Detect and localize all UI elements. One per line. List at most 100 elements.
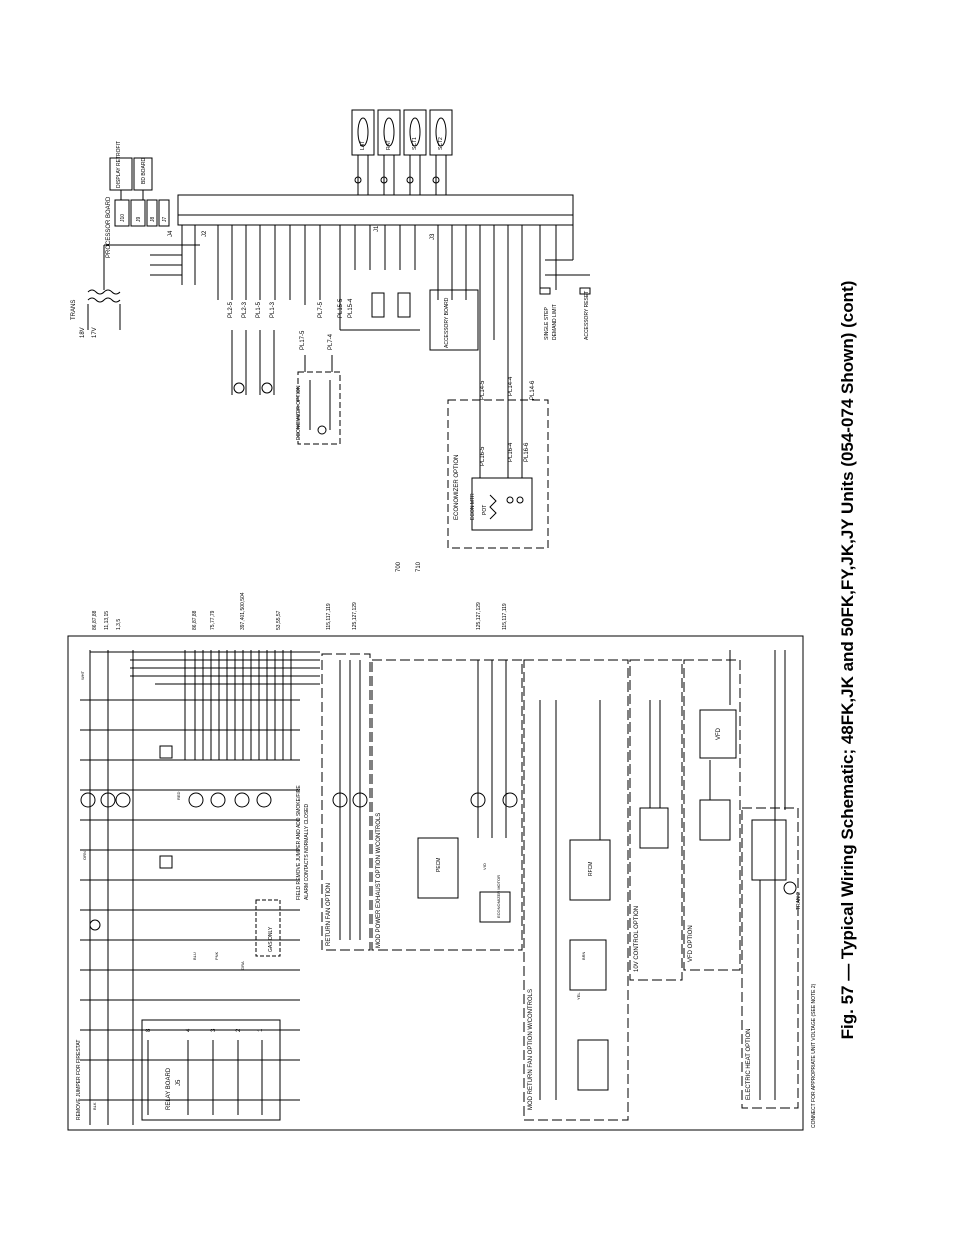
mod-power-exhaust-label: MOD POWER EXHAUST OPTION W/CONTROLS xyxy=(376,813,382,948)
wire-yel: YEL xyxy=(576,992,581,1000)
econ-mtr-box xyxy=(471,477,533,531)
ref-9: 125,127,129 xyxy=(352,602,358,630)
wire-wht: WHT xyxy=(80,670,85,680)
electric-heat-box xyxy=(741,807,799,1109)
wire-red: RED xyxy=(176,791,181,800)
j4-label: J4 xyxy=(168,230,174,237)
ref-6: 397,401,500,504 xyxy=(240,592,246,630)
vfd-box xyxy=(699,709,737,759)
sensor-sct2-label: SCT2 xyxy=(438,137,444,150)
display-retrofit-label: DISPLAY RETROFIT xyxy=(116,141,122,188)
bottom-box-wires xyxy=(339,660,761,1100)
mod-return-fan-box xyxy=(523,659,629,1121)
ref-10: 125,127,129 xyxy=(476,602,482,630)
electric-heat-label: ELECTRIC HEAT OPTION xyxy=(746,1029,752,1100)
demand-limit-label: DEMAND LIMIT xyxy=(552,304,558,340)
pl15-5-label: PL15-5 xyxy=(338,298,344,318)
j2-wires xyxy=(181,225,416,330)
j1-label: J1 xyxy=(374,225,380,232)
ref-1: 86,87,88 xyxy=(92,610,98,630)
bd-board-label: BD BOARD xyxy=(141,157,147,184)
economizer-option-box xyxy=(447,399,549,549)
bottom-main-wires xyxy=(80,699,300,1101)
processor-board-label: PROCESSOR BOARD xyxy=(106,196,112,258)
accessory-reset-label: ACCESSORY RESET xyxy=(584,291,590,340)
vfd-label: VFD xyxy=(716,727,722,740)
wire-pnk: PNK xyxy=(214,951,219,960)
wire-blk: BLK xyxy=(92,1102,97,1110)
pl1-5-label: PL1-5 xyxy=(256,301,262,318)
relay-term-2: 2 xyxy=(236,1028,242,1032)
v18-label: 18V xyxy=(80,327,86,338)
ref-3: 1,3,5 xyxy=(116,619,122,630)
relay-term-1: 1 xyxy=(258,1028,264,1032)
wire-vio: VIO xyxy=(482,863,487,870)
relay-term-8: 8 xyxy=(146,1028,152,1032)
pl14-5-label: PL14-5 xyxy=(480,380,486,400)
j5-label: J5 xyxy=(176,1079,182,1086)
pl17-5-label: PL17-5 xyxy=(300,330,306,350)
j9-label: J9 xyxy=(136,217,142,223)
num-700: 700 xyxy=(396,561,402,572)
accessory-board-box xyxy=(429,289,479,351)
sensor-group xyxy=(351,109,453,195)
pl14-4-label: PL14-4 xyxy=(508,376,514,396)
relay-term-4: 4 xyxy=(186,1028,192,1032)
rfcm-box xyxy=(569,839,611,901)
economizer-option-box-small xyxy=(297,371,341,445)
relay-term-3: 3 xyxy=(211,1028,217,1032)
pl16-6-label: PL16-6 xyxy=(524,442,530,462)
j7-label: J7 xyxy=(162,217,168,223)
pl16-5-label: PL16-5 xyxy=(480,446,486,466)
pecm-label: PECM xyxy=(436,858,442,872)
field-remove-label: FIELD REMOVE JUMPER AND ADD SMOKE/FIRE xyxy=(296,785,302,900)
transformer-top xyxy=(87,289,121,330)
economizer-option-label-small: ECONOMIZER OPTION xyxy=(296,385,302,440)
gas-only-box xyxy=(255,899,281,957)
econ-mtr-label: ECON MTR xyxy=(470,493,476,520)
processor-board-top-rail xyxy=(177,194,574,216)
vfd-option-box xyxy=(683,659,741,971)
num-710: 710 xyxy=(416,561,422,572)
rfcm-label: RFCM xyxy=(588,862,594,876)
pl7-4-label: PL7-4 xyxy=(328,333,334,350)
single-step-label: SINGLE STEP xyxy=(544,307,550,340)
pl2-3-label: PL2-3 xyxy=(242,301,248,318)
economizer-motor-box xyxy=(479,891,511,923)
mod-return-fan-label: MOD RETURN FAN OPTION W/CONTROLS xyxy=(528,989,534,1110)
remove-jumper-label: REMOVE JUMPER FOR FIRESTAT xyxy=(76,1040,82,1120)
ref-4: 86,87,88 xyxy=(192,610,198,630)
bottom-bus-lines xyxy=(90,650,320,760)
sensor-lat-label: LAT xyxy=(360,141,366,150)
pecm-box xyxy=(417,837,459,899)
j10-label: J10 xyxy=(120,214,126,222)
v10-control-box xyxy=(629,659,683,981)
j2-label: J2 xyxy=(202,230,208,237)
v10-control-label: 10V CONTROL OPTION xyxy=(634,906,640,972)
economizer-option-label: ECONOMIZER OPTION xyxy=(454,455,460,520)
ref-2: 11,13,15 xyxy=(104,611,110,630)
economizer-motor-label: ECONOMIZER MOTOR xyxy=(496,875,501,918)
return-fan-option-label: RETURN FAN OPTION xyxy=(326,883,332,946)
pl7-5-label: PL7-5 xyxy=(318,301,324,318)
lower-frame xyxy=(67,635,804,1131)
gas-only-label: GAS ONLY xyxy=(268,926,274,952)
vfd-option-label: VFD OPTION xyxy=(688,925,694,962)
v17-label: 17V xyxy=(92,327,98,338)
j3-wires xyxy=(437,225,557,340)
sensor-rat-label: RAT xyxy=(386,140,392,150)
j8-label: J8 xyxy=(150,217,156,223)
ref-7: 53,55,57 xyxy=(276,610,282,630)
connect-note: CONNECT FOR APPROPRIATE UNIT VOLTAGE (SE… xyxy=(811,983,817,1128)
ref-5: 75,77,79 xyxy=(210,610,216,630)
relay-board-box xyxy=(141,1019,281,1121)
j3-label: J3 xyxy=(430,233,436,240)
accessory-board-label: ACCESSORY BOARD xyxy=(444,297,450,348)
mod-power-exhaust-box xyxy=(371,659,523,951)
wire-gra: GRA xyxy=(240,961,245,970)
sensor-sct1-label: SCT1 xyxy=(412,137,418,150)
tran2-label: TRAN 2 xyxy=(796,892,802,910)
pot-label: POT xyxy=(482,505,488,515)
